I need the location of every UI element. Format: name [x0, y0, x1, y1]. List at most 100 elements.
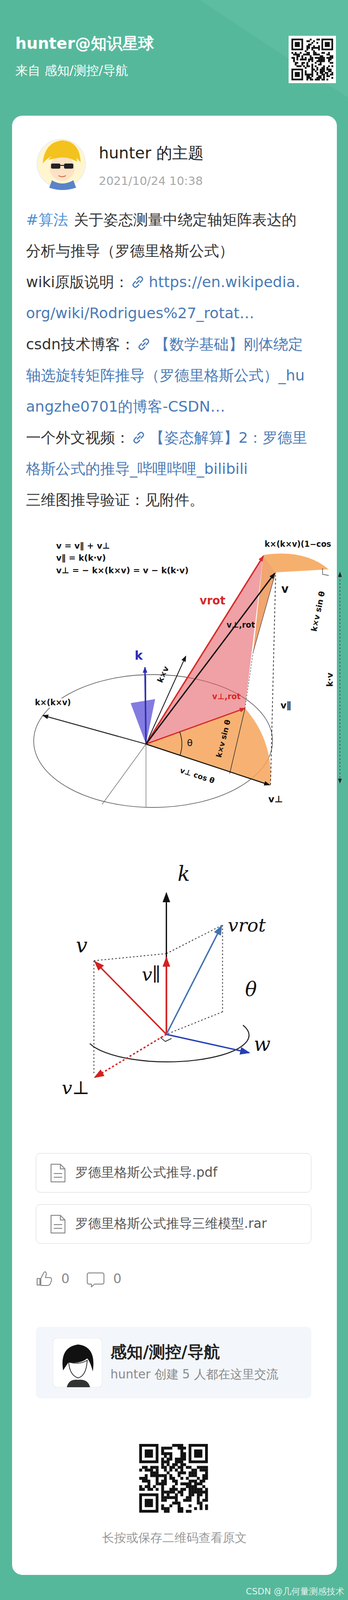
qr-module [147, 1486, 151, 1489]
qr-module [205, 1502, 208, 1506]
source-group: 来自 感知/测控/导航 [15, 63, 129, 78]
qr-module [321, 73, 324, 76]
qr-module [316, 77, 319, 79]
axis-label: k [134, 648, 143, 663]
qr-module [308, 58, 310, 61]
rotation-3d-figure-part [166, 924, 222, 1033]
qr-module [316, 38, 319, 41]
qr-module [163, 1496, 167, 1500]
link-icon [130, 274, 145, 289]
qr-module [313, 51, 316, 54]
qr-module [316, 46, 319, 49]
qr-module [188, 1469, 192, 1473]
qr-finder [294, 71, 300, 78]
qr-module [328, 58, 330, 61]
qr-module [166, 1508, 170, 1511]
qr-module [186, 1475, 189, 1478]
qr-module [166, 1458, 170, 1462]
vector-label: v∥ [141, 962, 161, 984]
qr-module [186, 1494, 189, 1497]
qr-module [163, 1450, 167, 1454]
qr-finder [293, 70, 302, 79]
qr-module [316, 60, 319, 63]
body-text: 三维图推导验证：见附件。 [25, 490, 205, 509]
qr-module [308, 73, 310, 76]
qr-module [328, 68, 330, 71]
qr-module [144, 1475, 148, 1478]
file-icon-part [53, 1172, 63, 1176]
header-band [0, 0, 348, 121]
qr-module [174, 1477, 178, 1481]
vector-label: v [281, 582, 289, 596]
rodrigues-figure-part [322, 567, 329, 575]
author-avatar-part [51, 163, 61, 169]
qr-module [177, 1488, 181, 1492]
qr-module [326, 75, 329, 78]
qr-module [150, 1472, 154, 1476]
qr-module [321, 55, 324, 58]
qr-module [161, 1496, 164, 1500]
qr-module [172, 1483, 175, 1487]
like-icon [37, 1269, 52, 1284]
qr-module [144, 1483, 148, 1487]
qr-module [306, 65, 309, 68]
node-subtitle: hunter 创建 5 人都在这里交流 [110, 1365, 303, 1381]
qr-module [153, 1472, 156, 1476]
qr-module [308, 75, 310, 78]
qr-module [141, 1475, 145, 1478]
qr-module [166, 1488, 170, 1492]
qr-module [331, 65, 334, 68]
qr-module [191, 1469, 194, 1473]
qr-module [311, 78, 314, 81]
qr-module [324, 71, 327, 74]
qr-module [306, 40, 309, 43]
link-icon-part [134, 431, 144, 443]
qr-module [301, 63, 304, 66]
header-band-part [199, 0, 348, 98]
qr-module [193, 1486, 197, 1489]
qr-module [161, 1444, 164, 1448]
qr-module [318, 58, 321, 61]
qr-module [172, 1486, 175, 1489]
qr-module [319, 61, 322, 64]
header-band-part [0, 0, 348, 121]
post-card [12, 115, 337, 1573]
link-icon [136, 336, 151, 351]
qr-module [331, 77, 334, 79]
qr-module [183, 1469, 187, 1473]
qr-module [177, 1472, 181, 1476]
qr-module [297, 65, 300, 68]
qr-module [147, 1466, 151, 1470]
qr-module [314, 46, 317, 49]
qr-module [169, 1494, 173, 1497]
qr-module [158, 1472, 162, 1476]
qr-module [180, 1508, 184, 1511]
qr-module [308, 46, 310, 49]
qr-module [328, 75, 330, 78]
qr-module [308, 53, 310, 56]
rotation-3d-figure-part [93, 952, 167, 960]
qr-module [188, 1463, 192, 1467]
rodrigues-figure-part [270, 574, 276, 785]
author-avatar-part [58, 175, 66, 177]
qr-module [188, 1508, 192, 1511]
qr-finder [322, 40, 332, 49]
qr-module [158, 1480, 162, 1484]
qr-module [318, 46, 321, 49]
qr-module [180, 1480, 184, 1484]
qr-module [301, 58, 304, 61]
qr-module [328, 53, 330, 56]
qr-module [322, 58, 325, 61]
qr-module [186, 1508, 189, 1511]
qr-finder [291, 38, 303, 51]
qr-module [318, 60, 321, 63]
qr-module [139, 1486, 142, 1489]
qr-module [291, 51, 294, 54]
rodrigues-figure-part [179, 730, 182, 754]
qr-module [311, 57, 314, 59]
qr-module [188, 1494, 192, 1497]
author-avatar-part [48, 150, 78, 162]
qr-module [163, 1472, 167, 1476]
qr-module [169, 1486, 173, 1489]
qr-module [205, 1472, 208, 1476]
